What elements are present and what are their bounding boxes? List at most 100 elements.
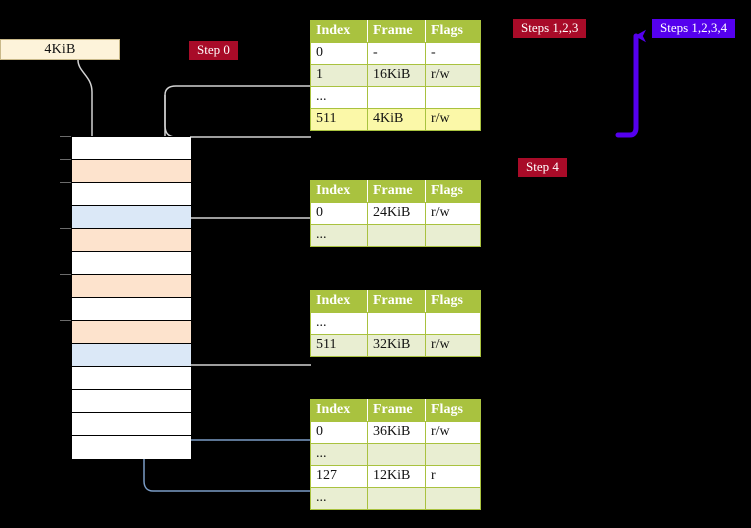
cell-flags: r/w — [425, 334, 481, 357]
cell-flags: r/w — [425, 108, 481, 131]
table-row: 0-- — [310, 42, 481, 65]
cell-frame — [367, 224, 426, 247]
wire-pt3-511-to-memory — [178, 316, 311, 366]
wire-steps-1234-bracket — [615, 29, 646, 138]
badge-step-0-text: Step 0 — [197, 42, 230, 57]
cell-flags — [425, 487, 481, 510]
memory-tick-mark — [60, 182, 71, 183]
memory-frame-row — [72, 321, 191, 344]
table-header-row: Index Frame Flags — [310, 399, 481, 422]
cell-index: ... — [310, 312, 368, 335]
badge-steps-1-2-3-4-text: Steps 1,2,3,4 — [660, 20, 728, 35]
badge-step-0: Step 0 — [189, 41, 238, 61]
memory-tick-mark — [60, 136, 71, 137]
cell-index: 1 — [310, 64, 368, 87]
cell-index: ... — [310, 224, 368, 247]
badge-step-4: Step 4 — [518, 158, 567, 178]
memory-tick-mark — [60, 228, 71, 229]
cell-frame: 12KiB — [367, 465, 426, 488]
cell-frame — [367, 312, 426, 335]
frame-size-label-text: 4KiB — [44, 41, 76, 57]
wire-pt2-0-to-memory — [176, 217, 311, 269]
cell-index: 0 — [310, 42, 368, 65]
column-header-flags: Flags — [425, 180, 481, 203]
memory-frame-row — [72, 275, 191, 298]
memory-frame-row — [72, 183, 191, 206]
physical-memory-column — [71, 136, 191, 459]
column-header-flags: Flags — [425, 399, 481, 422]
cell-frame: 24KiB — [367, 202, 426, 225]
cell-flags: - — [425, 42, 481, 65]
cell-flags — [425, 86, 481, 109]
table-row: ... — [310, 487, 481, 510]
cell-index: 0 — [310, 421, 368, 444]
column-header-frame: Frame — [367, 20, 426, 43]
column-header-index: Index — [310, 399, 368, 422]
column-header-flags: Flags — [425, 290, 481, 313]
cell-flags: r/w — [425, 421, 481, 444]
column-header-flags: Flags — [425, 20, 481, 43]
cell-frame — [367, 487, 426, 510]
memory-tick-mark — [60, 274, 71, 275]
column-header-index: Index — [310, 180, 368, 203]
table-row: ... — [310, 312, 481, 335]
cell-flags: r — [425, 465, 481, 488]
badge-step-4-text: Step 4 — [526, 159, 559, 174]
cell-frame — [367, 86, 426, 109]
memory-frame-row — [72, 436, 191, 459]
cell-flags — [425, 443, 481, 466]
memory-frame-row — [72, 344, 191, 367]
cell-index: ... — [310, 443, 368, 466]
cell-index: 511 — [310, 334, 368, 357]
memory-frame-row — [72, 137, 191, 160]
memory-frame-row — [72, 367, 191, 390]
table-header-row: Index Frame Flags — [310, 290, 481, 313]
memory-frame-row — [72, 160, 191, 183]
cell-index: ... — [310, 487, 368, 510]
memory-frame-row — [72, 252, 191, 275]
frame-size-label-box: 4KiB — [0, 39, 120, 60]
column-header-index: Index — [310, 20, 368, 43]
table-row: ... — [310, 443, 481, 466]
column-header-frame: Frame — [367, 399, 426, 422]
column-header-index: Index — [310, 290, 368, 313]
cell-flags — [425, 224, 481, 247]
badge-steps-1-2-3-4: Steps 1,2,3,4 — [652, 19, 736, 39]
table-header-row: Index Frame Flags — [310, 180, 481, 203]
cell-index: ... — [310, 86, 368, 109]
memory-frame-row — [72, 413, 191, 436]
cell-frame — [367, 443, 426, 466]
memory-frame-row — [72, 298, 191, 321]
table-row: ... — [310, 86, 481, 109]
cell-flags: r/w — [425, 202, 481, 225]
memory-frame-row — [72, 206, 191, 229]
cell-index: 127 — [310, 465, 368, 488]
badge-steps-1-2-3-text: Steps 1,2,3 — [521, 20, 579, 35]
badge-steps-1-2-3: Steps 1,2,3 — [513, 19, 587, 39]
table-row: ... — [310, 224, 481, 247]
cell-frame: 4KiB — [367, 108, 426, 131]
memory-tick-mark — [60, 159, 71, 160]
memory-frame-row — [72, 390, 191, 413]
cell-index: 0 — [310, 202, 368, 225]
cell-flags: r/w — [425, 64, 481, 87]
cell-frame: - — [367, 42, 426, 65]
column-header-frame: Frame — [367, 290, 426, 313]
cell-flags — [425, 312, 481, 335]
cell-frame: 16KiB — [367, 64, 426, 87]
table-header-row: Index Frame Flags — [310, 20, 481, 43]
cell-frame: 32KiB — [367, 334, 426, 357]
memory-frame-row — [72, 229, 191, 252]
memory-tick-mark — [60, 320, 71, 321]
cell-index: 511 — [310, 108, 368, 131]
